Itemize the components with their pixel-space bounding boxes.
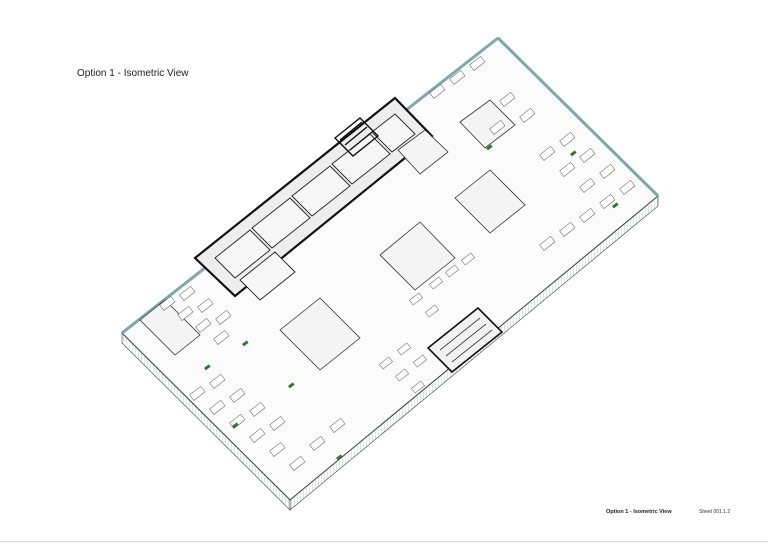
core-rooms [214,113,416,301]
desk-zone-north [429,55,536,135]
stair-core [333,117,380,157]
desk-zone-southwest [189,373,346,471]
planters [204,144,619,461]
drawing-title: Option 1 - Isometric View [77,68,189,79]
title-block-name: Option 1 - Isometric View [606,509,672,515]
secondary-stair [426,306,504,374]
workstation-clusters [159,55,636,471]
desk-zone-east [539,131,636,251]
sheet-border [0,541,768,542]
desk-zone-center [379,252,475,394]
facade-northeast [496,36,660,198]
sheet-number: Sheet 001.1.2 [699,509,731,515]
meeting-rooms [139,99,526,371]
desk-zone-west [159,285,232,345]
